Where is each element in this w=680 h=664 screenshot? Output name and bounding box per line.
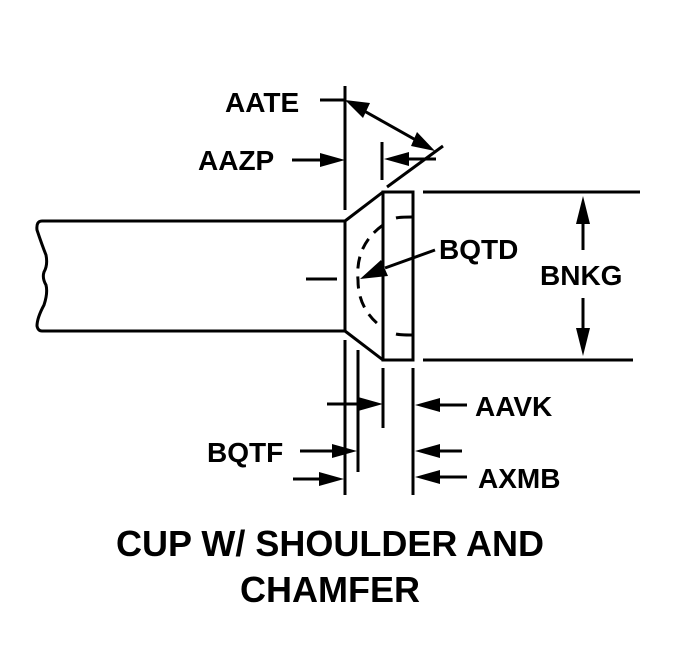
dimension-aazp: AAZP: [198, 145, 436, 176]
bqtd-leader: [384, 248, 436, 270]
dimension-chamfer-width: [327, 397, 383, 411]
aavk-arrowhead: [415, 398, 440, 412]
label-bnkg: BNKG: [540, 260, 622, 291]
label-axmb: AXMB: [478, 463, 560, 494]
label-bqtd: BQTD: [439, 234, 518, 265]
dimension-aavk: AAVK: [415, 391, 552, 422]
dimension-bnkg: BNKG: [540, 196, 622, 356]
axmb-upper-arrowhead: [415, 444, 440, 458]
diagram-title-line1: CUP W/ SHOULDER AND: [116, 523, 544, 564]
axmb-lower-arrowhead: [415, 470, 440, 484]
chamfer-edge-bottom: [344, 329, 384, 362]
aate-chamfer-extension: [386, 144, 444, 189]
dimension-bqtd: BQTD: [360, 234, 518, 279]
label-aate: AATE: [225, 87, 299, 118]
label-aavk: AAVK: [475, 391, 552, 422]
bnkg-arrowhead-down: [576, 328, 590, 356]
shaft: [35, 219, 345, 333]
cup-hidden-arc: [356, 223, 384, 330]
label-bqtf: BQTF: [207, 437, 283, 468]
cup-head: [306, 190, 415, 362]
bqtf-lower-arrowhead: [319, 472, 344, 486]
chamfer-edge-top: [344, 190, 384, 223]
cup-inner-bottom-mark: [395, 332, 413, 337]
cup-inner-top-mark: [395, 215, 413, 220]
bqtd-arrowhead: [360, 260, 388, 279]
aate-arrowhead-end: [411, 132, 435, 151]
shaft-outline: [35, 219, 345, 333]
diagram-title-line2: CHAMFER: [240, 569, 420, 610]
dimension-aate: AATE: [225, 87, 444, 189]
label-aazp: AAZP: [198, 145, 274, 176]
chamfer-width-arrowhead: [358, 397, 383, 411]
extension-lines: [343, 86, 640, 495]
aate-arrowhead-start: [345, 100, 370, 118]
aazp-arrowhead-left: [320, 153, 345, 167]
bqtf-arrowhead: [332, 444, 357, 458]
bnkg-arrowhead-up: [576, 196, 590, 224]
aazp-arrowhead-right: [384, 152, 409, 166]
dimension-bqtf: BQTF: [207, 437, 357, 486]
dimension-axmb: AXMB: [415, 444, 560, 494]
